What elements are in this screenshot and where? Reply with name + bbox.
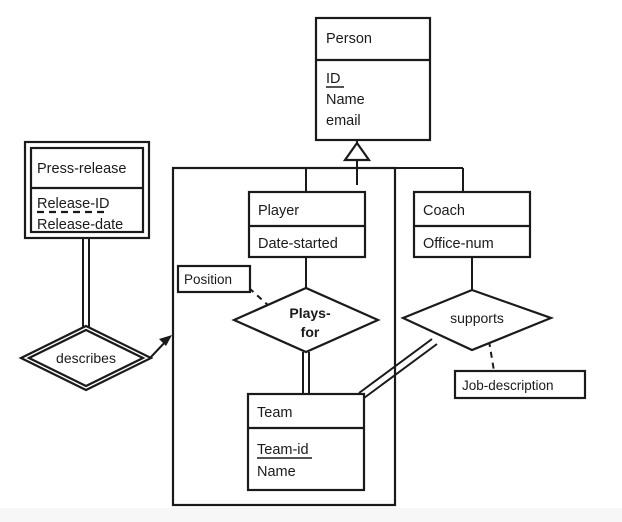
bottom-band bbox=[0, 508, 622, 522]
relationship-supports[interactable]: supports bbox=[400, 288, 555, 352]
connector-position-to-playsfor bbox=[248, 287, 271, 308]
attribute-job-description-label: Job-description bbox=[462, 378, 554, 393]
entity-person-attr-name: Name bbox=[326, 92, 365, 108]
connector-isa-to-subclasses bbox=[305, 160, 464, 192]
connector-playsfor-to-team bbox=[302, 352, 310, 396]
entity-player-title: Player bbox=[258, 203, 299, 219]
entity-team-title: Team bbox=[257, 405, 292, 421]
entity-press-release-attr-release-date: Release-date bbox=[37, 217, 123, 233]
relationship-supports-label: supports bbox=[450, 310, 504, 326]
entity-team-attr-name: Name bbox=[257, 464, 296, 480]
entity-press-release-attr-release-id: Release-ID bbox=[37, 196, 110, 212]
relationship-plays-for[interactable]: Plays- for bbox=[231, 286, 381, 354]
connector-jobdescription-to-supports bbox=[488, 340, 495, 372]
attribute-position[interactable]: Position bbox=[176, 264, 252, 294]
entity-press-release-title: Press-release bbox=[37, 161, 126, 177]
entity-team-attr-team-id: Team-id bbox=[257, 442, 309, 458]
relationship-describes[interactable]: describes bbox=[18, 324, 154, 392]
entity-coach-attr-office-num: Office-num bbox=[423, 236, 494, 252]
entity-person-attr-id: ID bbox=[326, 71, 341, 87]
entity-player-attr-date-started: Date-started bbox=[258, 236, 338, 252]
connector-supports-to-team bbox=[358, 338, 438, 399]
entity-team[interactable]: Team Team-id Name bbox=[246, 392, 366, 492]
relationship-plays-for-label-line1: Plays- bbox=[289, 305, 331, 321]
entity-player[interactable]: Player Date-started bbox=[247, 190, 367, 259]
entity-press-release[interactable]: Press-release Release-ID Release-date bbox=[23, 140, 151, 240]
entity-coach-title: Coach bbox=[423, 203, 465, 219]
relationship-plays-for-label-line2: for bbox=[301, 324, 320, 340]
entity-person[interactable]: Person ID Name email bbox=[314, 16, 432, 142]
entity-person-attr-email: email bbox=[326, 113, 361, 129]
connector-describes-to-groupingbox bbox=[149, 335, 172, 359]
grouping-box bbox=[171, 166, 397, 507]
relationship-describes-label: describes bbox=[56, 350, 116, 366]
attribute-job-description[interactable]: Job-description bbox=[453, 369, 587, 400]
connector-pressrelease-to-describes bbox=[82, 238, 90, 330]
attribute-position-label: Position bbox=[184, 272, 232, 287]
entity-coach[interactable]: Coach Office-num bbox=[412, 190, 532, 259]
entity-person-title: Person bbox=[326, 31, 372, 47]
